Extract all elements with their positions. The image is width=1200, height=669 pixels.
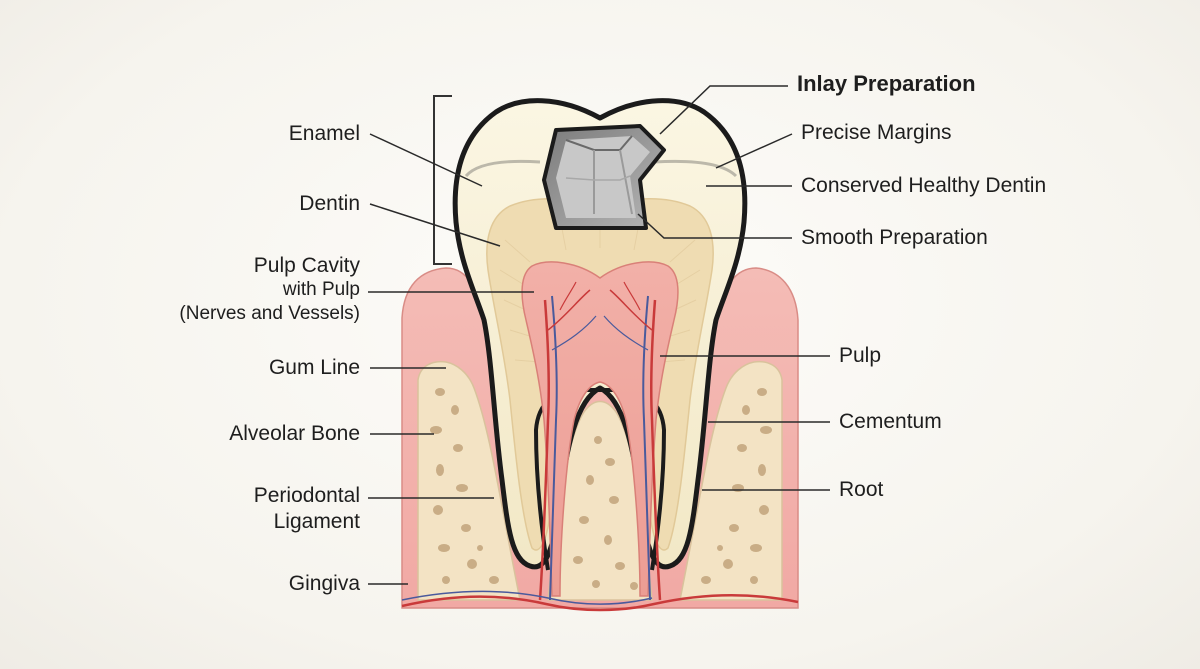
label-periodontal-line2: Ligament xyxy=(273,510,360,533)
label-pulp-cavity: Pulp Cavity with Pulp (Nerves and Vessel… xyxy=(179,254,360,326)
alveolar-bone-right xyxy=(679,360,783,601)
label-conserved-dentin: Conserved Healthy Dentin xyxy=(801,174,1047,197)
label-pulp-cavity-line1: Pulp Cavity xyxy=(253,254,360,277)
label-periodontal-line1: Periodontal xyxy=(253,484,360,507)
alveolar-bone-left xyxy=(417,360,521,601)
label-gingiva: Gingiva xyxy=(288,572,360,595)
inlay-preparation xyxy=(542,124,666,230)
root-canal-outline xyxy=(533,388,667,571)
label-dentin: Dentin xyxy=(299,192,360,215)
label-enamel: Enamel xyxy=(288,122,360,145)
label-smooth-preparation: Smooth Preparation xyxy=(801,226,988,249)
crown-bracket xyxy=(433,95,452,265)
label-root: Root xyxy=(839,478,884,501)
label-gum-line: Gum Line xyxy=(268,356,360,379)
label-precise-margins: Precise Margins xyxy=(801,121,952,144)
label-pulp-cavity-line2: with Pulp xyxy=(282,279,360,300)
bone-pores xyxy=(430,388,772,590)
pulp-vessels xyxy=(538,281,662,601)
leader-lines-right xyxy=(637,85,830,491)
label-pulp-cavity-line3: (Nerves and Vessels) xyxy=(179,303,360,324)
base-vessels xyxy=(401,590,799,612)
enamel-dentin-junction xyxy=(464,159,738,178)
dentin-tubules xyxy=(499,216,701,363)
label-cementum: Cementum xyxy=(839,410,942,433)
leader-lines-left xyxy=(368,133,534,585)
label-inlay-preparation: Inlay Preparation xyxy=(797,71,976,96)
pulp xyxy=(521,261,679,597)
label-pulp: Pulp xyxy=(839,344,882,367)
label-periodontal-ligament: Periodontal Ligament xyxy=(254,484,360,534)
label-alveolar-bone: Alveolar Bone xyxy=(229,422,360,445)
